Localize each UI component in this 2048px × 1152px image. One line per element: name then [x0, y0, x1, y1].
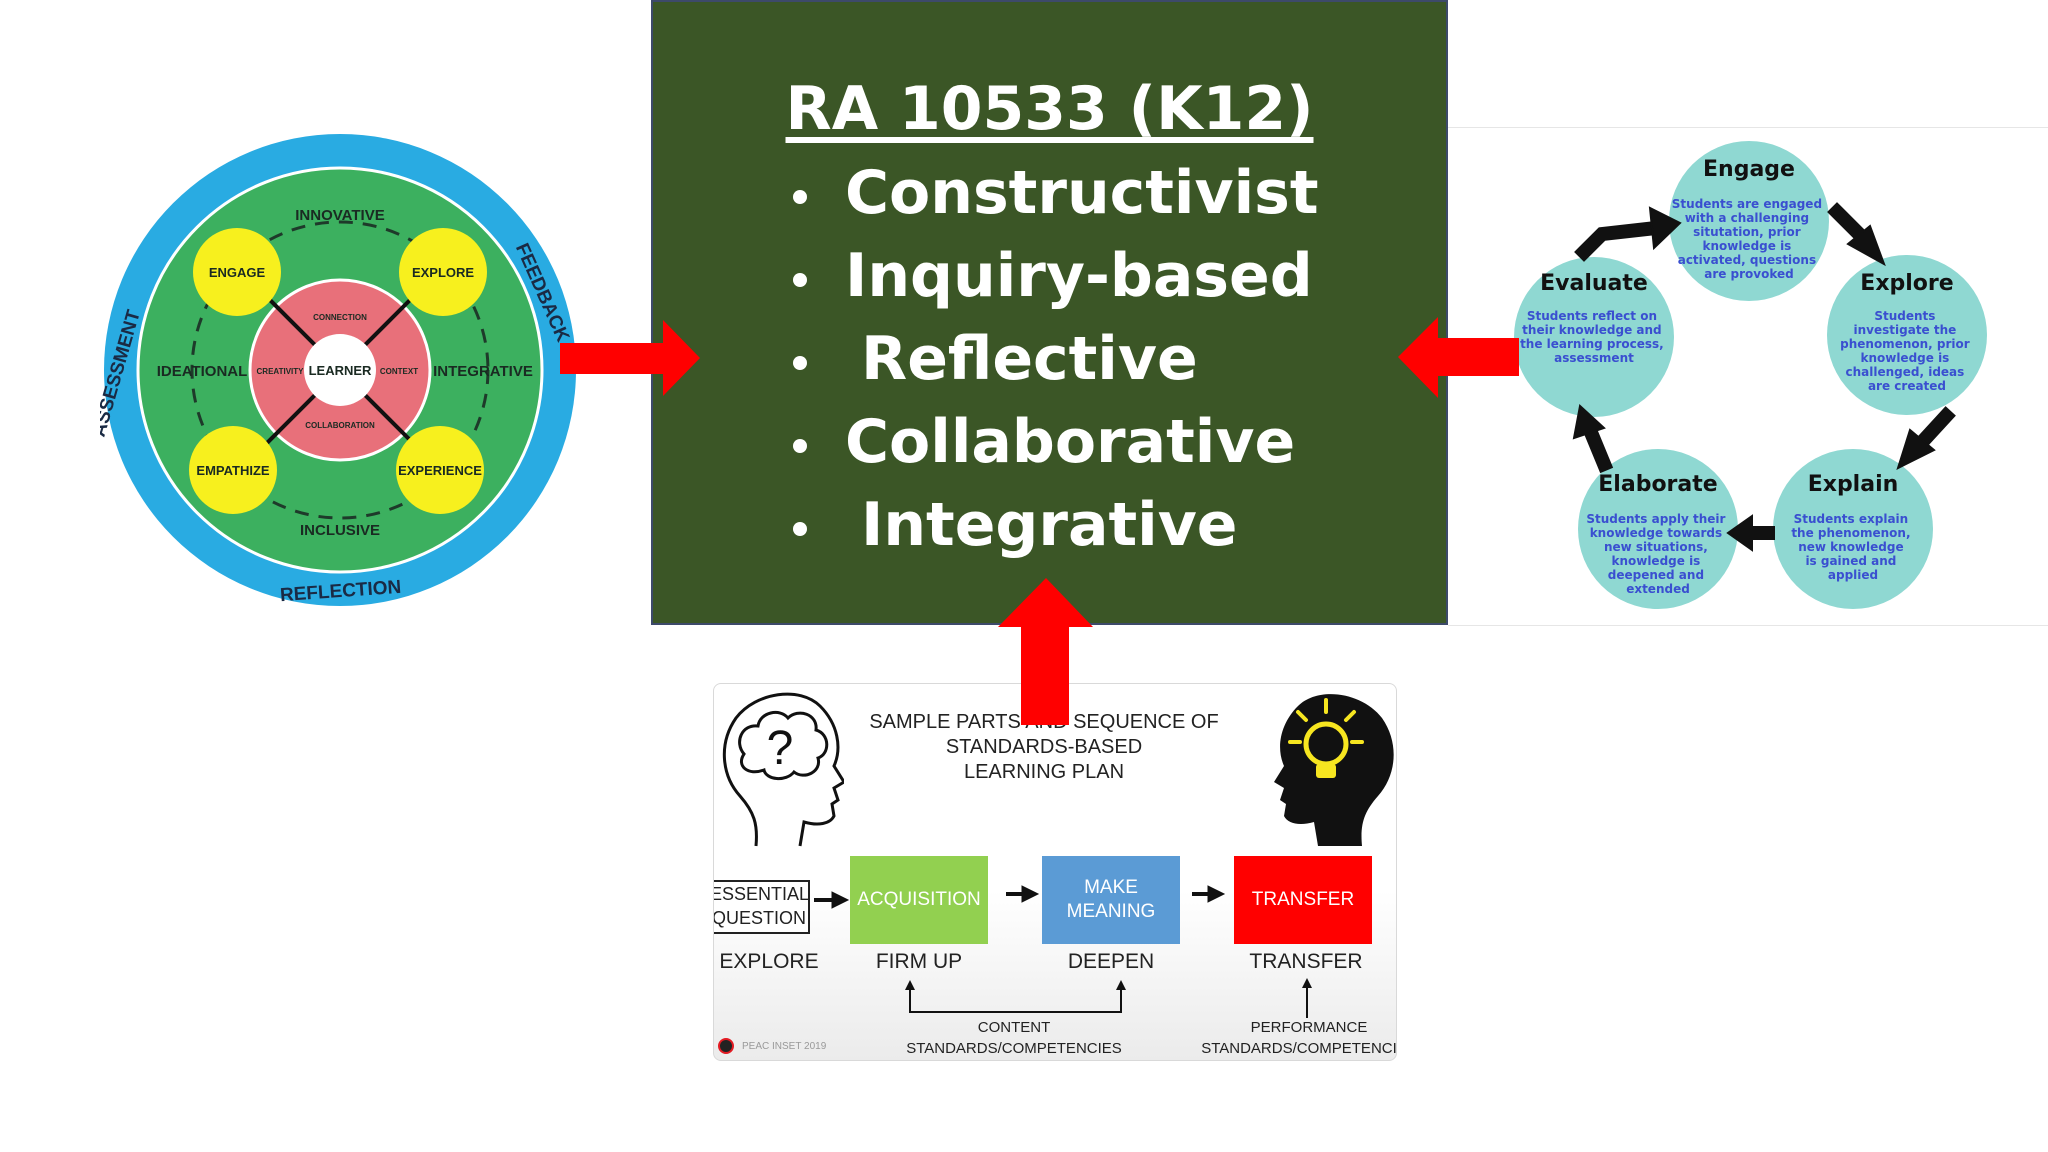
stage-title-elaborate: Elaborate — [1598, 472, 1717, 497]
stage-label-transfer: TRANSFER — [1249, 950, 1363, 973]
stage-circle-evaluate — [1514, 257, 1674, 417]
cycle-arrow-head — [1572, 404, 1606, 440]
node-explore-label: EXPLORE — [412, 265, 474, 280]
stage-label-firm-up: FIRM UP — [875, 950, 963, 973]
principles-list: Constructivist Inquiry-based Reflective … — [793, 152, 1319, 567]
node-empathize — [189, 426, 277, 514]
stage-label-explore: EXPLORE — [719, 950, 819, 973]
inner-label-creativity: CREATIVITY — [257, 367, 305, 376]
ring-label-integrative: INTEGRATIVE — [433, 363, 533, 380]
principle-item: Reflective — [793, 318, 1319, 401]
cycle-arrow — [1914, 406, 1956, 450]
stage-label-deepen: DEEPEN — [1067, 950, 1155, 973]
cycle-arrow-head — [1648, 206, 1682, 251]
five-e-cycle-diagram: Engage Explore Explain Elaborate Evaluat… — [1514, 141, 1987, 609]
principle-item: Collaborative — [793, 401, 1319, 484]
stage-desc-elaborate: Students apply their knowledge towards n… — [1586, 512, 1729, 596]
cycle-arrow — [1574, 220, 1664, 262]
transfer-box: TRANSFER — [1234, 856, 1372, 944]
node-engage-label: ENGAGE — [209, 265, 266, 280]
svg-text:?: ? — [767, 722, 794, 775]
cycle-arrow-head — [1896, 428, 1936, 470]
stage-desc-evaluate: Students reflect on their knowledge and … — [1520, 309, 1668, 365]
ring-label-inclusive: INCLUSIVE — [300, 522, 380, 539]
principle-item: Inquiry-based — [793, 235, 1319, 318]
principle-item: Constructivist — [793, 152, 1319, 235]
performance-standards-label: PERFORMANCE STANDARDS/COMPETENCIES — [1201, 1019, 1397, 1057]
footer-label: PEAC INSET 2019 — [742, 1041, 827, 1052]
content-standards-label: CONTENT STANDARDS/COMPETENCIES — [906, 1019, 1122, 1057]
learner-circle — [304, 334, 376, 406]
stage-circle-explain — [1773, 449, 1933, 609]
idea-head-icon — [1274, 694, 1394, 846]
ring-label-innovative: INNOVATIVE — [295, 207, 384, 224]
essential-question-box: ESSENTIAL QUESTION — [714, 880, 810, 934]
principle-item: Integrative — [793, 484, 1319, 567]
stage-title-explore: Explore — [1860, 271, 1953, 296]
node-experience — [396, 426, 484, 514]
stage-desc-engage: Students are engaged with a challenging … — [1672, 197, 1826, 281]
thinking-head-icon: ? — [722, 692, 844, 847]
node-experience-label: EXPERIENCE — [398, 463, 482, 478]
cycle-arrow — [1580, 420, 1614, 474]
cycle-arrow — [1827, 202, 1871, 246]
stage-desc-explore: Students investigate the phenomenon, pri… — [1840, 309, 1974, 393]
node-explore — [399, 228, 487, 316]
arrow-right-to-center — [1398, 317, 1519, 398]
stage-title-engage: Engage — [1703, 157, 1795, 182]
stage-title-evaluate: Evaluate — [1540, 271, 1648, 296]
learning-plan-card: ? SAMPLE PARTS AND SEQUENCE OF STANDARDS… — [713, 683, 1397, 1061]
inner-label-context: CONTEXT — [380, 367, 418, 376]
stage-title-explain: Explain — [1808, 472, 1899, 497]
arrow-bottom-to-center — [998, 578, 1093, 725]
cycle-arrow-head — [1846, 224, 1886, 267]
node-engage — [193, 228, 281, 316]
stage-circle-engage — [1669, 141, 1829, 301]
make-meaning-box: MAKE MEANING — [1042, 856, 1180, 944]
cycle-arrow-head — [1726, 514, 1753, 552]
ring-label-ideational: IDEATIONAL — [157, 363, 248, 380]
acquisition-box: ACQUISITION — [850, 856, 988, 944]
node-empathize-label: EMPATHIZE — [196, 463, 270, 478]
inner-label-connection: CONNECTION — [313, 313, 367, 322]
dashed-ring — [190, 220, 490, 520]
center-title: RA 10533 (K12) — [785, 74, 1314, 144]
k12-principles-box: RA 10533 (K12) Constructivist Inquiry-ba… — [651, 0, 1448, 625]
stage-circle-explore — [1827, 255, 1987, 415]
inner-label-collaboration: COLLABORATION — [305, 421, 375, 430]
flow-arrows — [814, 885, 1312, 1018]
stage-desc-explain: Students explain the phenomenon, new kno… — [1791, 512, 1914, 582]
learner-label: LEARNER — [309, 363, 372, 378]
arrow-left-to-center — [560, 320, 700, 396]
peac-logo-icon — [718, 1038, 734, 1054]
stage-circle-elaborate — [1578, 449, 1738, 609]
learning-wheel-diagram: ENGAGE EXPLORE EMPATHIZE EXPERIENCE INNO… — [100, 134, 576, 606]
